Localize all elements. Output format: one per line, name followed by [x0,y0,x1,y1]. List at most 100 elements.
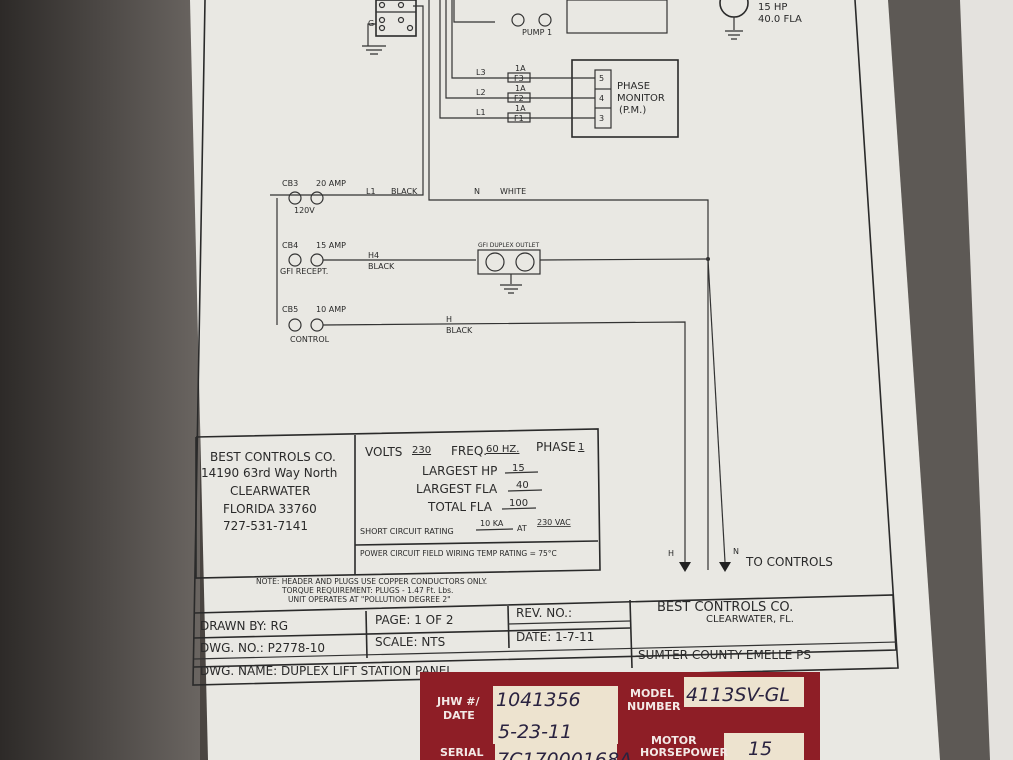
terminal-number: 4 [599,94,604,103]
wire-label: H [446,315,452,324]
arrow-h-label: H [668,549,674,558]
jhw-number: 1041356 [496,689,581,711]
title-company-city: CLEARWATER, FL. [706,614,794,625]
breaker-sub: CONTROL [290,335,330,344]
title-company: BEST CONTROLS CO. [657,600,793,615]
to-controls-label: TO CONTROLS [745,555,833,569]
output-arrows: H N TO CONTROLS [668,258,833,572]
breaker-cb5: CB5 10 AMP CONTROL H BLACK [282,305,686,565]
breaker-cb3: CB3 20 AMP 120V L1 BLACK N WHITE [282,179,526,215]
phase-value: 1 [578,442,584,453]
line-label: L1 [476,108,486,117]
total-fla-value: 100 [509,498,528,509]
company-box: BEST CONTROLS CO. 14190 63rd Way North C… [195,428,601,579]
title-block: DRAWN BY: RG PAGE: 1 OF 2 REV. NO.: DWG.… [193,594,898,678]
motor-horsepower: 15 [748,738,772,760]
breaker-id: CB5 [282,305,298,314]
horsepower-label: HORSEPOWER [640,746,729,759]
wire-color: BLACK [368,262,395,271]
company-name: BEST CONTROLS CO. [210,450,336,464]
drawn-by: DRAWN BY: RG [200,619,288,633]
neutral-color: WHITE [500,187,526,196]
jhw-label: JHW #/ [436,695,480,708]
serial-number: 7C17000168A [497,749,632,760]
breaker-id: CB3 [282,179,298,188]
model-number: 4113SV-GL [686,684,790,706]
short-circuit-voltage: 230 VAC [537,518,571,527]
phase-monitor-title: MONITOR [617,93,665,104]
pump-label: PUMP 1 [522,28,552,37]
fuse-rating: 1A [515,104,526,113]
neutral-label: N [474,187,480,196]
company-city: CLEARWATER [230,484,310,498]
motor-label: MOTOR [651,734,697,747]
phase-monitor-title: (P.M.) [619,105,646,116]
phase-label: PHASE [536,440,576,454]
drawing-date: DATE: 1-7-11 [516,630,594,644]
largest-hp-label: LARGEST HP [422,464,497,478]
motor-hp: 15 HP [758,2,787,13]
total-fla-label: TOTAL FLA [427,500,493,514]
terminal-block: G [270,0,709,570]
terminal-number: 5 [599,74,604,83]
fuse-rating: 1A [515,64,526,73]
fuse-label: F2 [514,94,524,103]
breaker-cb4: CB4 15 AMP GFI RECEPT. H4 BLACK [280,241,476,276]
page-number: PAGE: 1 OF 2 [375,613,453,627]
largest-fla-value: 40 [516,480,529,491]
ground-icon [500,274,522,294]
breaker-sub: GFI RECEPT. [280,267,328,276]
fuse-row-l2: L2 F2 1A 4 [476,84,604,103]
number-label: NUMBER [627,700,681,713]
fuse-row-l3: L3 F3 1A 5 [476,64,604,83]
breaker-sub: 120V [294,206,315,215]
paper-sheet [190,0,940,760]
arrow-down-icon [679,562,691,572]
short-circuit-value: 10 KA [480,519,504,528]
arrow-n-label: N [733,547,739,556]
fuse-row-l1: L1 F1 1A 3 [476,104,604,123]
scale: SCALE: NTS [375,635,445,649]
plate-date: 5-23-11 [498,721,572,743]
phase-monitor: PHASE MONITOR (P.M.) L3 F3 1A 5 L2 F2 1A… [476,59,679,138]
drawing-name: DWG. NAME: DUPLEX LIFT STATION PANEL [200,664,453,678]
label-plate: JHW #/ DATE 1041356 5-23-11 MODEL NUMBER… [420,672,820,760]
left-background [0,0,200,760]
line-label: L2 [476,88,486,97]
freq-label: FREQ. [451,444,487,458]
phase-monitor-title: PHASE [617,81,650,92]
outlet-label: GFI DUPLEX OUTLET [478,242,539,249]
freq-value: 60 HZ. [486,444,519,455]
largest-fla-label: LARGEST FLA [416,482,498,496]
pump-contactor: PUMP 1 15 HP 40.0 FLA [439,0,802,119]
model-label: MODEL [630,687,674,700]
breaker-id: CB4 [282,241,298,250]
fuse-rating: 1A [515,84,526,93]
wire-label: H4 [368,251,379,260]
second-sheet [960,0,1013,760]
wire-color: BLACK [446,326,473,335]
company-phone: 727-531-7141 [223,519,308,533]
arrow-down-icon [719,562,731,572]
ratings-box: VOLTS 230 FREQ. 60 HZ. PHASE 1 LARGEST H… [360,440,584,558]
company-street: 14190 63rd Way North [201,466,337,480]
note-box: NOTE: HEADER AND PLUGS USE COPPER CONDUC… [256,577,487,604]
terminal-number: 3 [599,114,604,123]
fuse-label: F1 [514,114,524,123]
note-line: UNIT OPERATES AT "POLLUTION DEGREE 2" [288,595,451,604]
volts-value: 230 [412,445,431,456]
breaker-amps: 20 AMP [316,179,346,188]
wire-label: L1 [366,187,376,196]
company-state: FLORIDA 33760 [223,502,317,516]
note-line: TORQUE REQUIREMENT: PLUGS - 1.47 Ft. Lbs… [281,586,453,595]
rev-number: REV. NO.: [516,606,572,620]
project-name: SUMTER COUNTY EMELLE PS [638,648,811,662]
largest-hp-value: 15 [512,463,525,474]
short-circuit-label: SHORT CIRCUIT RATING [360,527,454,536]
breaker-amps: 10 AMP [316,305,346,314]
wire-color: BLACK [391,187,418,196]
breaker-amps: 15 AMP [316,241,346,250]
date-label: DATE [443,709,475,722]
